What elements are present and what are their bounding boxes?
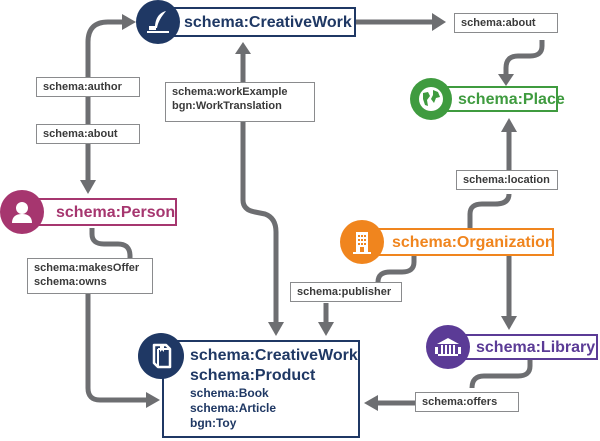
arrowhead (235, 42, 251, 54)
node-resource[interactable]: schema:CreativeWork schema:Product schem… (162, 340, 360, 438)
edge-label-line: schema:workExample (172, 86, 288, 98)
edge-organization-to-publisher (375, 255, 417, 283)
arrowhead (80, 180, 96, 194)
resource-type: schema:Book (190, 386, 269, 400)
edge-label-line: schema:makesOffer (34, 262, 140, 274)
node-label: schema:Library (476, 339, 596, 356)
node-label: schema:Place (458, 91, 565, 108)
person-icon (0, 190, 44, 234)
edge-organization-to-location (467, 193, 512, 228)
edge-label-makesoffer: schema:makesOffer schema:owns (27, 258, 153, 294)
edge-label-publisher: schema:publisher (290, 282, 402, 302)
arrowhead (432, 13, 446, 31)
node-label-secondary: schema:Product (190, 367, 316, 384)
book-icon (138, 333, 184, 379)
building-icon (340, 220, 384, 264)
edge-label-line: schema:owns (34, 276, 107, 288)
edge-label-line: bgn:WorkTranslation (172, 100, 282, 112)
node-place[interactable]: schema:Place (432, 86, 565, 112)
quill-inkwell-icon (136, 0, 180, 44)
arrowhead (498, 74, 514, 86)
node-label: schema:Person (56, 204, 176, 221)
arrowhead (122, 14, 136, 30)
node-label: schema:Organization (392, 234, 555, 251)
edge-label-about-person: schema:about (36, 124, 140, 144)
arrowhead (501, 316, 517, 330)
edge-label-offers: schema:offers (415, 392, 519, 412)
node-label-primary: schema:CreativeWork (190, 347, 358, 364)
node-library[interactable]: schema:Library (448, 334, 598, 360)
edge-person-to-makesoffer (89, 228, 133, 262)
edge-makesoffer-to-resource (85, 292, 148, 403)
node-label: schema:CreativeWork (184, 14, 352, 31)
arrowhead (268, 322, 284, 336)
edge-person-to-creativework (85, 19, 124, 190)
edge-label-location: schema:location (456, 170, 558, 190)
node-person[interactable]: schema:Person (24, 198, 177, 226)
arrowhead (501, 118, 517, 132)
arrowhead (364, 395, 378, 411)
edge-label-workexample: schema:workExample bgn:WorkTranslation (165, 82, 315, 122)
edge-label-author: schema:author (36, 77, 140, 97)
resource-type: bgn:Toy (190, 416, 237, 430)
arrowhead (146, 392, 160, 408)
globe-icon (410, 78, 452, 120)
arrowhead (318, 322, 334, 336)
node-organization[interactable]: schema:Organization (376, 228, 555, 256)
node-creativework[interactable]: schema:CreativeWork (158, 7, 356, 37)
resource-type: schema:Article (190, 401, 277, 415)
edge-library-to-offers (469, 357, 533, 389)
library-icon (426, 325, 470, 369)
edge-workexample (240, 50, 279, 324)
edge-label-about-place: schema:about (454, 13, 558, 33)
edge-about-to-place (503, 40, 545, 76)
